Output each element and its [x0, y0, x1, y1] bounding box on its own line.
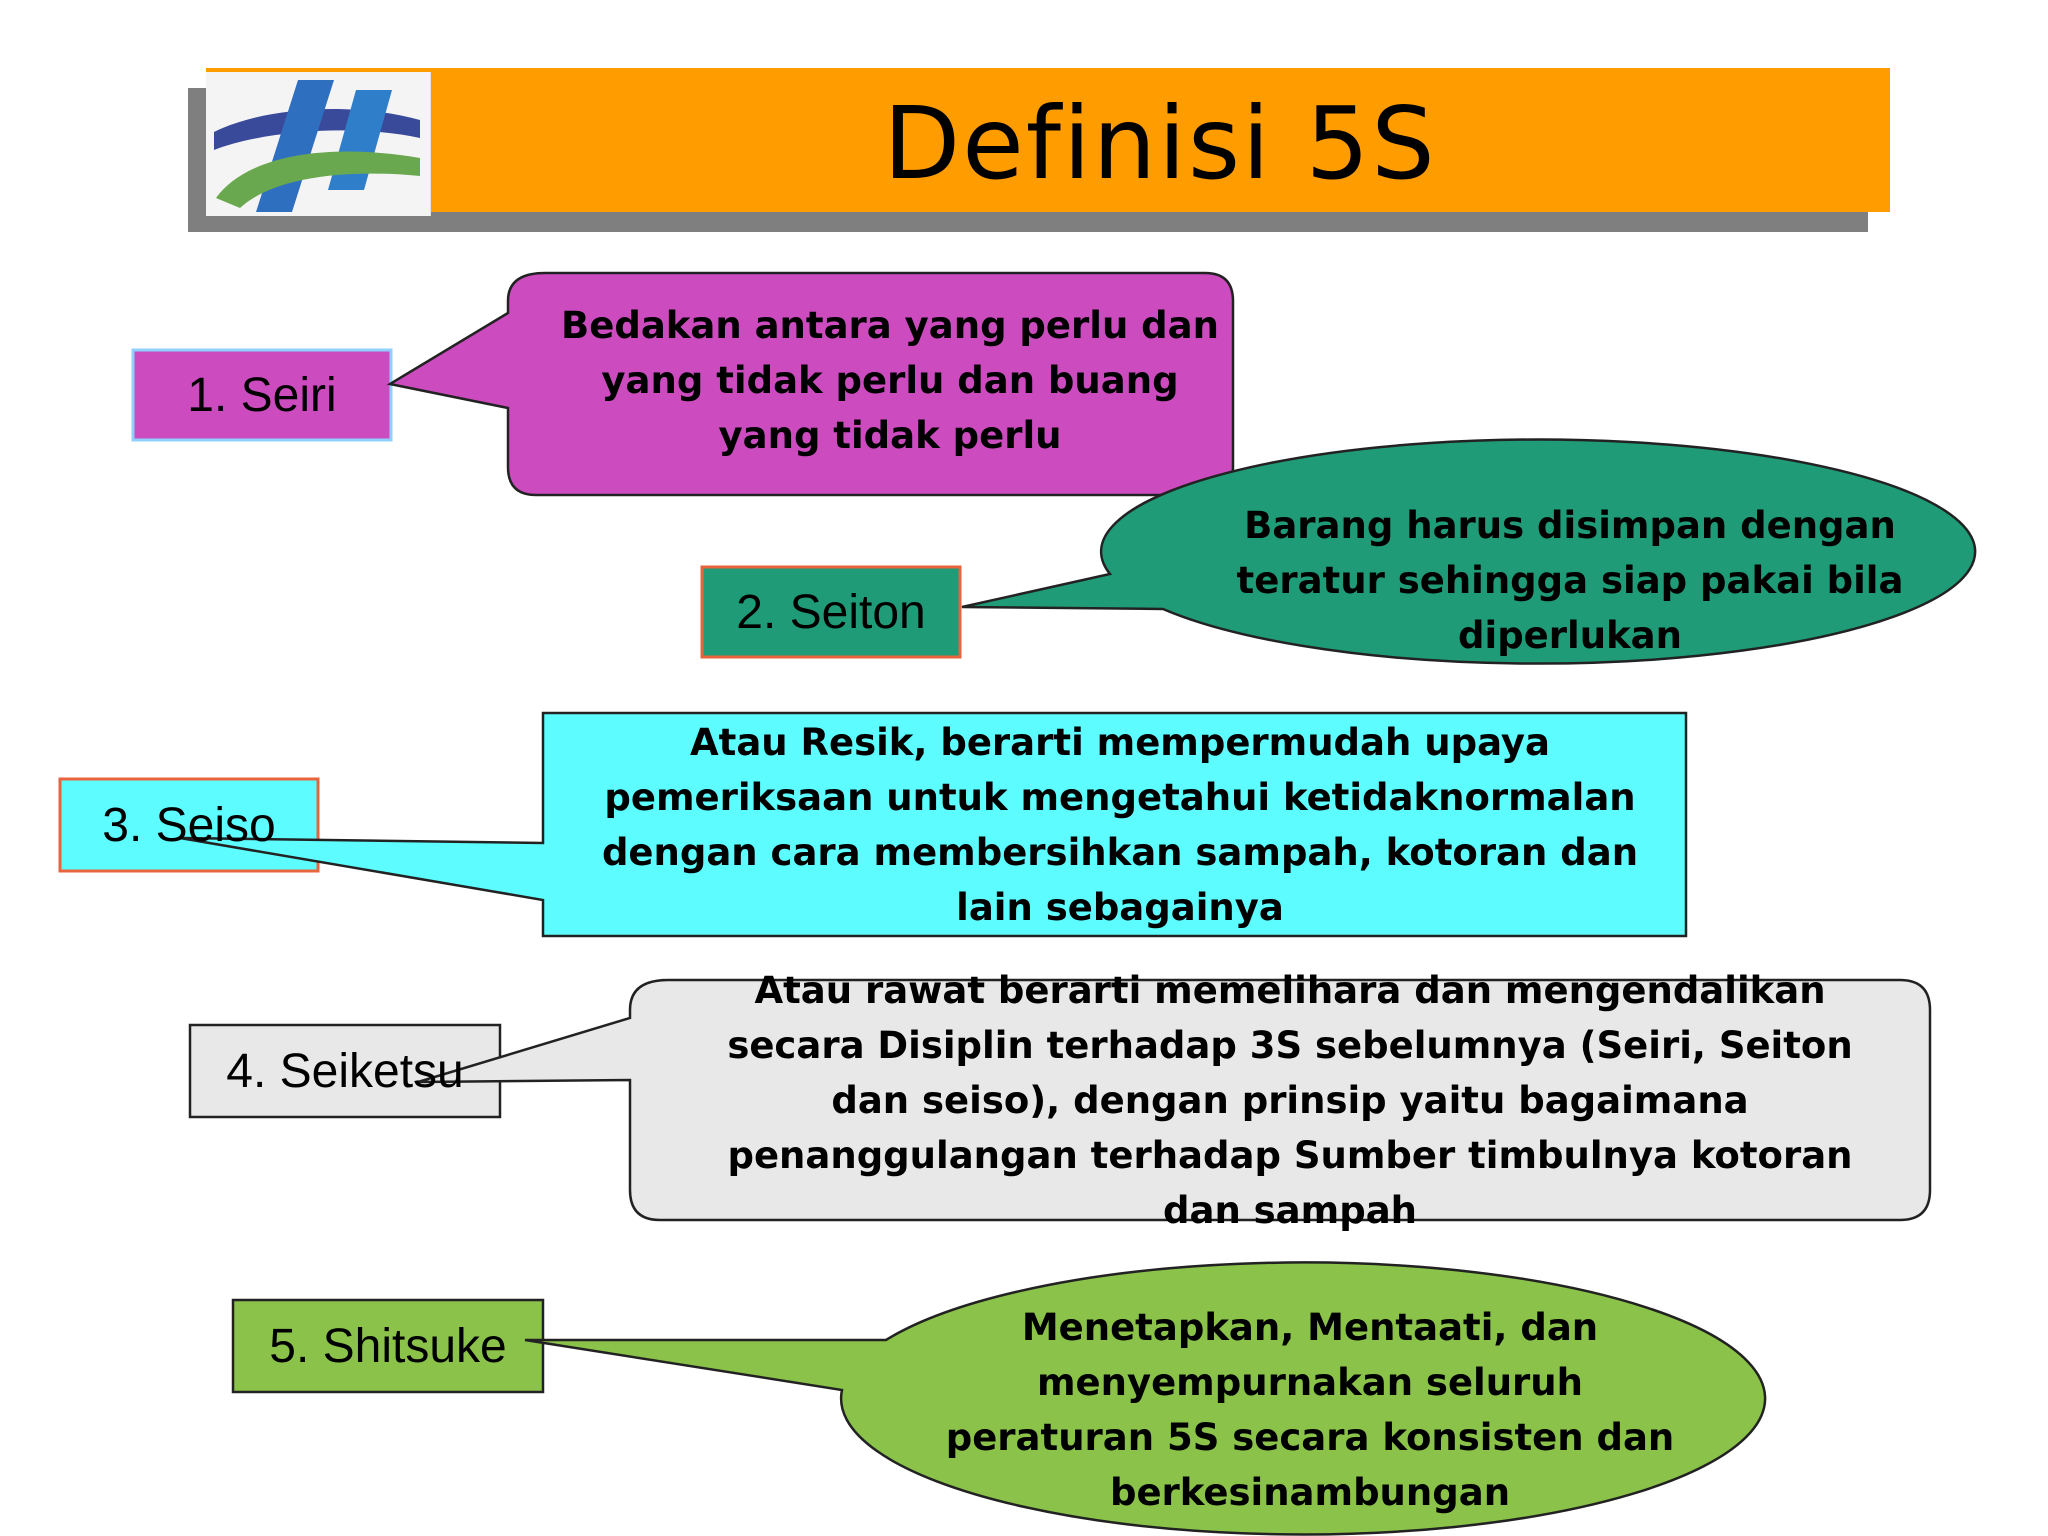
seiton-label: 2. Seiton — [736, 585, 926, 639]
shitsuke-description: Menetapkan, Mentaati, dan menyempurnakan… — [945, 1306, 1675, 1514]
shitsuke-label: 5. Shitsuke — [269, 1319, 507, 1373]
page-title: Definisi 5S — [883, 84, 1437, 202]
seiketsu-description: Atau rawat berarti memelihara dan mengen… — [727, 968, 1853, 1232]
seiso-label-box — [58, 777, 320, 873]
seiketsu-label: 4. Seiketsu — [226, 1044, 464, 1098]
seiri-description: Bedakan antara yang perlu dan yang tidak… — [561, 303, 1219, 457]
seiketsu-description-bubble — [417, 978, 1932, 1222]
shitsuke-label-box — [231, 1298, 545, 1394]
seiton-label-box — [700, 565, 962, 659]
header-bar — [206, 68, 1890, 212]
seiri-label-box — [131, 348, 393, 442]
seiri-description-bubble — [386, 271, 1235, 497]
seiso-label: 3. Seiso — [102, 798, 276, 852]
logo-icon — [214, 80, 420, 212]
seiton-description-bubble — [961, 438, 1977, 665]
seiso-description: Atau Resik, berarti mempermudah upaya pe… — [601, 721, 1639, 929]
seiketsu-label-box — [188, 1023, 502, 1119]
seiri-label: 1. Seiri — [187, 368, 337, 422]
seiton-description: Barang harus disimpan dengan teratur seh… — [1236, 503, 1904, 657]
company-logo — [206, 72, 431, 216]
seiso-description-bubble — [179, 711, 1688, 938]
shitsuke-description-bubble — [524, 1261, 1767, 1536]
